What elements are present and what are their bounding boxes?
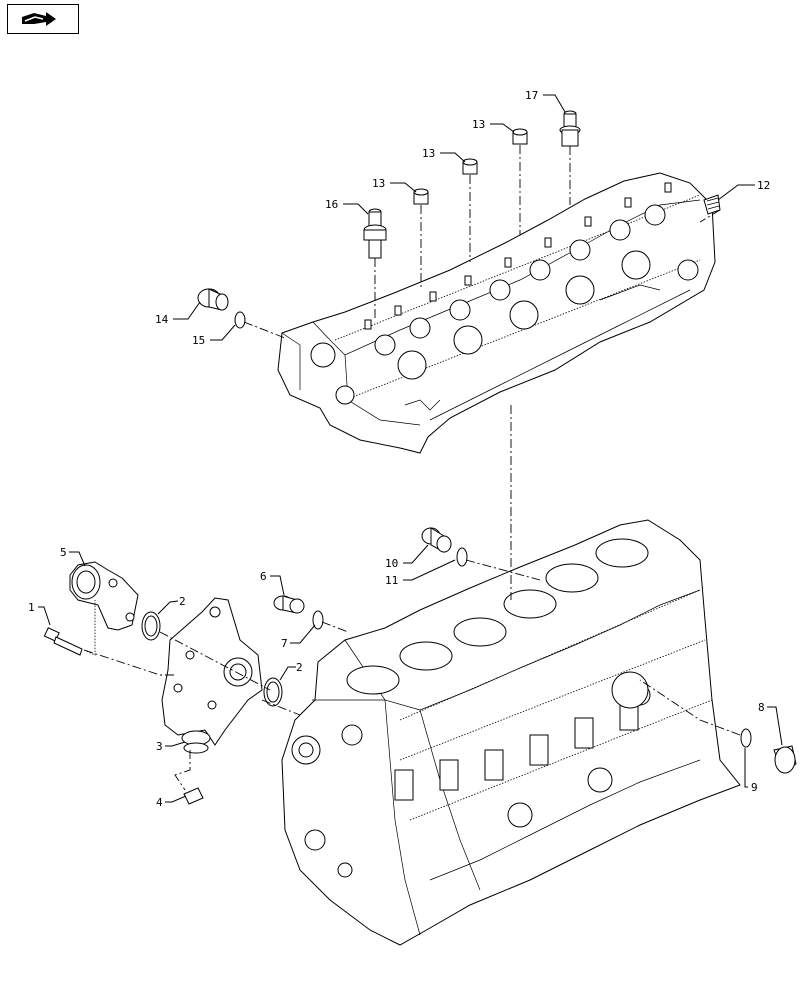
callout-1: 1: [28, 601, 35, 614]
callout-17: 17: [525, 89, 538, 102]
fitting-16: [363, 208, 387, 259]
fitting-17: [559, 110, 581, 147]
cylinder-bores: [346, 538, 649, 695]
head-bolt-row: [364, 182, 672, 330]
bolt-1: [43, 627, 83, 656]
callout-5: 5: [60, 546, 67, 559]
callout-13a: 13: [372, 177, 385, 190]
callout-2b: 2: [296, 661, 303, 674]
callout-3: 3: [156, 740, 163, 753]
callout-4: 4: [156, 796, 163, 809]
plug-10: [421, 527, 452, 553]
plug-13c: [512, 128, 528, 145]
thermostat-housing: [69, 561, 139, 631]
callout-12: 12: [757, 179, 770, 192]
plug-13a: [413, 188, 429, 205]
plug-14: [197, 288, 229, 311]
callout-15: 15: [192, 334, 205, 347]
callout-10: 10: [385, 557, 398, 570]
callout-leaders: [38, 94, 783, 803]
plug-6: [273, 595, 305, 614]
o-ring-2b: [263, 677, 283, 707]
block-side-ports: [291, 671, 651, 878]
plug-13b: [462, 158, 478, 175]
callout-7: 7: [281, 637, 288, 650]
callout-8: 8: [758, 701, 765, 714]
callout-13b: 13: [422, 147, 435, 160]
callout-labels: 1 2 2 3 4 5 6 7 8 9 10 11 12 13 13 13 14…: [28, 89, 770, 809]
dowel-pin-4: [183, 787, 204, 805]
cylinder-head: [277, 172, 716, 454]
assembly-lines: [83, 145, 741, 791]
water-pump-housing: [161, 597, 263, 754]
seal-ring-11: [456, 547, 468, 567]
next-page-button[interactable]: [7, 4, 79, 34]
callout-13c: 13: [472, 118, 485, 131]
seal-ring-15: [234, 311, 246, 329]
callout-6: 6: [260, 570, 267, 583]
seal-ring-9: [740, 728, 752, 748]
valve-cover-bosses: [310, 204, 699, 405]
seal-ring-7: [312, 610, 324, 630]
callout-14: 14: [155, 313, 169, 326]
engine-block: [281, 519, 741, 946]
callout-16: 16: [325, 198, 338, 211]
callout-11: 11: [385, 574, 398, 587]
arrow-right-icon: [22, 12, 56, 26]
plug-8: [773, 745, 797, 774]
callout-9: 9: [751, 781, 758, 794]
callout-2a: 2: [179, 595, 186, 608]
o-ring-2a: [141, 611, 161, 641]
